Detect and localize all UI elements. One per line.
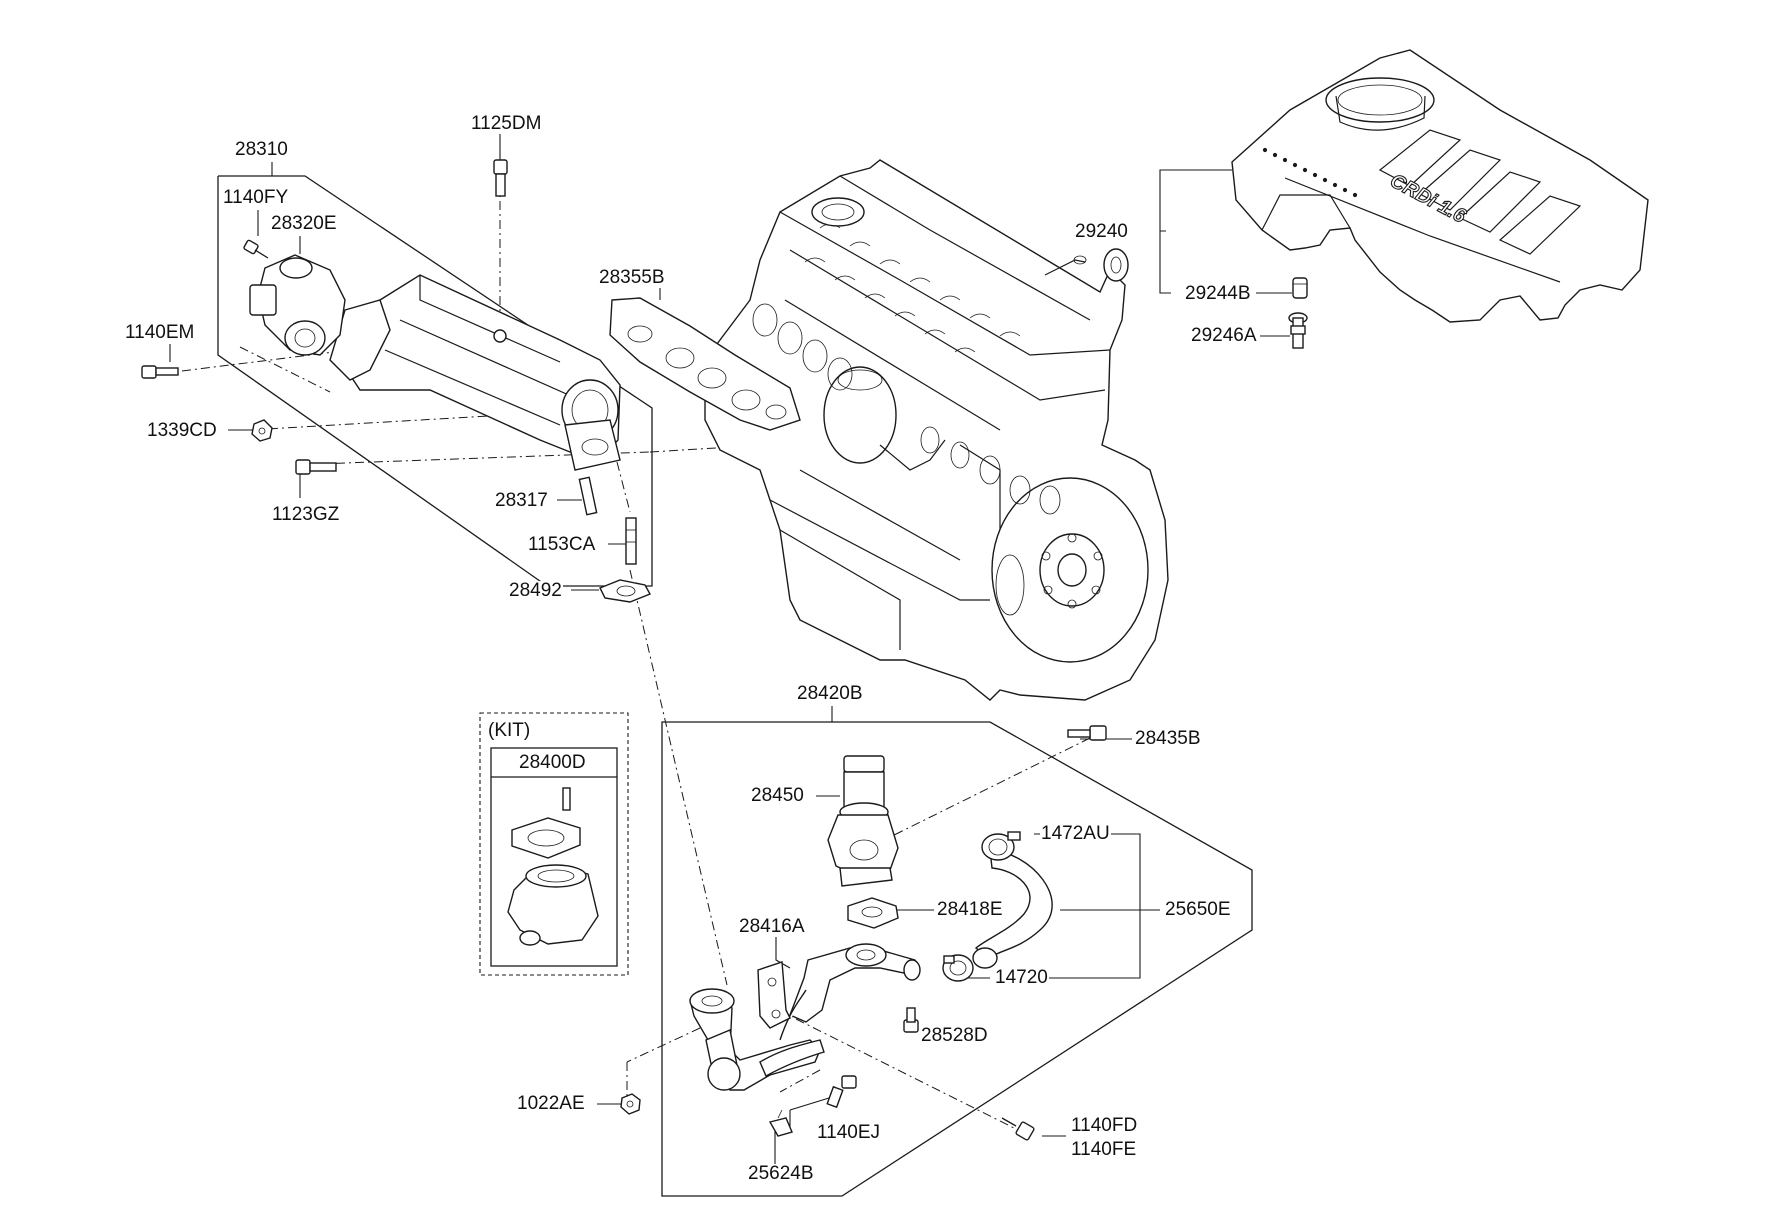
callout-1125dm: 1125DM (470, 113, 543, 134)
callout-1140fy: 1140FY (222, 187, 290, 208)
callout-28317: 28317 (494, 490, 549, 511)
cover-ribs (1378, 129, 1582, 255)
bolt-1140ej (826, 1075, 857, 1109)
engine-ports (752, 303, 853, 391)
gasket-28492 (599, 579, 651, 603)
bolt-1140fd-1140fe (1001, 1117, 1035, 1141)
bolt-1125dm (493, 159, 508, 197)
exhaust-manifold-gasket-28355b (609, 297, 801, 431)
egr-pipe-assembly (689, 943, 921, 1091)
callout-1339cd: 1339CD (146, 420, 218, 441)
callout-28416a: 28416A (738, 916, 806, 937)
egr-valve-28450 (827, 755, 899, 887)
callout-28435b: 28435B (1134, 728, 1202, 749)
engine-cover: CRDi 1.6 (1231, 49, 1649, 323)
egr-cooler-28310 (329, 274, 621, 471)
callout-28528d: 28528D (920, 1025, 989, 1046)
callout-25650e: 25650E (1164, 899, 1232, 920)
stud-28317 (578, 476, 598, 516)
flywheel-bolts (1041, 533, 1103, 609)
stud-29246a (1288, 312, 1308, 349)
egr-pipe-group-frame (661, 706, 1253, 1197)
callout-28355b: 28355B (598, 267, 666, 288)
callout-1153ca: 1153CA (527, 534, 597, 555)
kit-28400d-parts (507, 787, 599, 946)
callout-28400d: 28400D (518, 752, 587, 773)
bolt-28528d (903, 1007, 919, 1033)
callout-28492: 28492 (508, 580, 563, 601)
egr-hose-25650e (972, 849, 1053, 969)
gasket-28418e (847, 897, 899, 929)
callout-1472au: 1472AU (1040, 823, 1111, 844)
callout-1140ej: 1140EJ (816, 1122, 882, 1143)
callout-1022ae: 1022AE (516, 1093, 586, 1114)
callout-29240: 29240 (1074, 221, 1129, 242)
callout-28420b: 28420B (796, 683, 864, 704)
callout-1123gz: 1123GZ (271, 504, 341, 525)
bolt-1140em (141, 365, 179, 379)
callout-29246a: 29246A (1190, 325, 1258, 346)
block-bores (920, 426, 1061, 616)
bracket-28416a (757, 961, 791, 1029)
stud-1153ca (625, 517, 637, 565)
callout-1140em: 1140EM (124, 322, 196, 343)
callout-28418e: 28418E (936, 899, 1004, 920)
callout-28320e: 28320E (270, 213, 338, 234)
callout-29244b: 29244B (1184, 283, 1252, 304)
alignment-lines (181, 182, 1091, 1131)
clamp-1472au (981, 831, 1021, 861)
clamp-14720 (942, 954, 974, 982)
egr-valve-28320e (249, 254, 346, 356)
engine-assembly (704, 159, 1169, 701)
cover-dots (1262, 147, 1358, 198)
bolt-1140fy (243, 239, 269, 259)
bolt-28435b (1067, 725, 1107, 741)
callout-28450: 28450 (750, 785, 805, 806)
callout-28310: 28310 (234, 139, 289, 160)
bolt-1123gz (295, 459, 337, 475)
nut-1339cd (251, 419, 273, 442)
callout-25624b: 25624B (747, 1163, 815, 1184)
kit-caption: (KIT) (487, 720, 532, 741)
callout-14720: 14720 (994, 967, 1049, 988)
egr-cooler-group-frame (217, 162, 653, 587)
kit-box (479, 712, 629, 976)
clip-25624b (768, 1109, 793, 1137)
grommet-29244b (1292, 277, 1308, 299)
nut-1022ae (620, 1093, 641, 1115)
callout-1140fd: 1140FD (1070, 1115, 1139, 1136)
callout-1140fe: 1140FE (1070, 1139, 1138, 1160)
